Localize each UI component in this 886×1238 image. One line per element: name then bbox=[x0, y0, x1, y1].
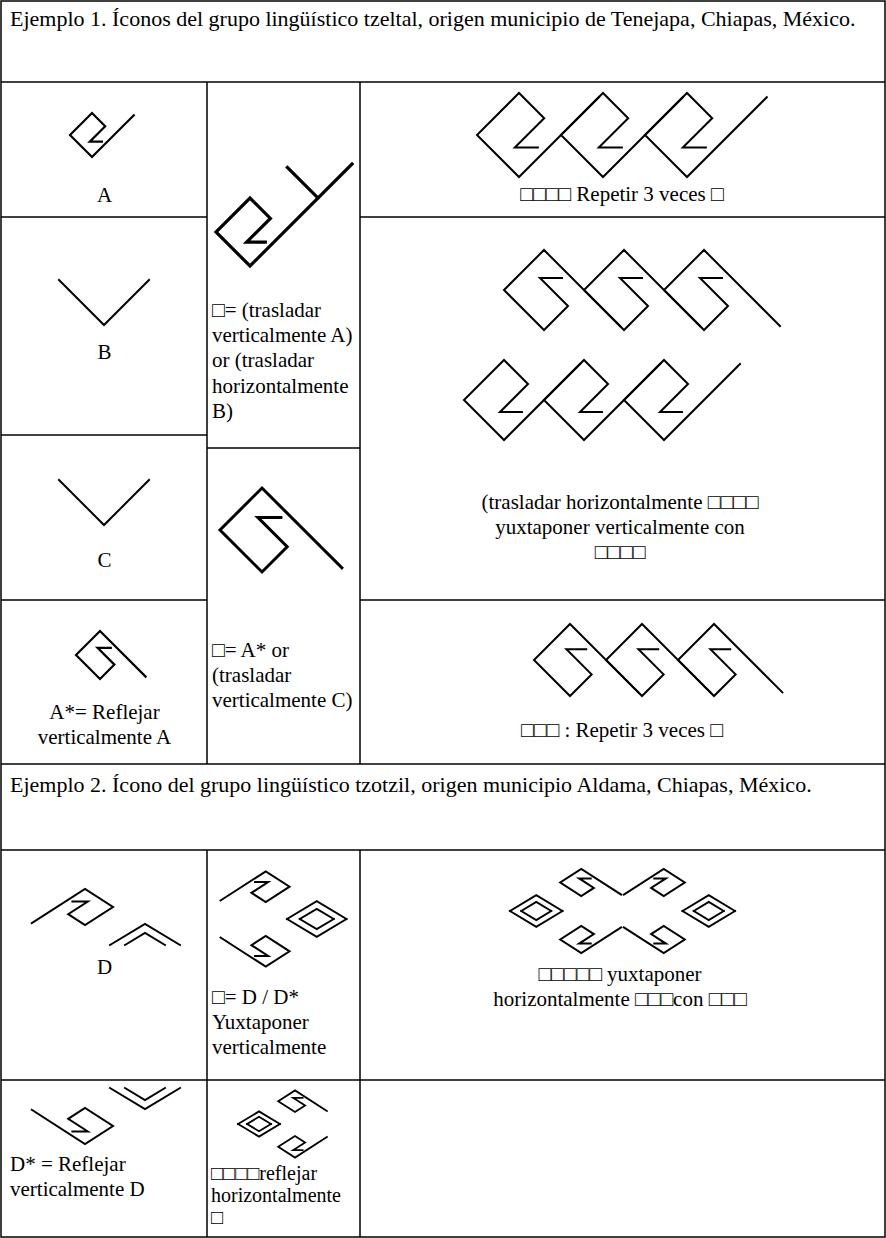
row-rule bbox=[360, 599, 885, 601]
spiral-motif bbox=[560, 869, 621, 896]
column-rule bbox=[359, 850, 361, 1237]
chevron-motif bbox=[683, 895, 736, 911]
column-rule bbox=[359, 82, 361, 764]
row-rule bbox=[1, 81, 885, 83]
chevron-motif bbox=[287, 919, 347, 937]
spiral-motif bbox=[624, 869, 685, 896]
motif-letter: C bbox=[2, 548, 207, 573]
motif-letter: D bbox=[2, 955, 207, 980]
fret-motif bbox=[624, 360, 740, 440]
fret-motif bbox=[464, 360, 580, 440]
fret-motif bbox=[561, 93, 683, 177]
spiral-motif bbox=[32, 889, 113, 925]
rule-text: □□□□□ yuxtaponer horizontalmente □□□con … bbox=[470, 962, 770, 1012]
chevron-motif bbox=[247, 1117, 271, 1124]
fret-motif bbox=[59, 480, 149, 525]
spiral-motif bbox=[560, 926, 621, 953]
fret-motif bbox=[678, 624, 782, 696]
rule-text: □= (trasladar verticalmente A) or (trasl… bbox=[212, 298, 357, 424]
fret-motif bbox=[76, 631, 146, 679]
chevron-motif bbox=[247, 1124, 271, 1131]
chevron-motif bbox=[521, 911, 551, 920]
spiral-motif bbox=[278, 1090, 327, 1112]
chevron-motif bbox=[510, 911, 563, 927]
row-rule bbox=[360, 216, 885, 218]
chevron-motif bbox=[521, 902, 551, 911]
fret-motif bbox=[534, 624, 638, 696]
column-rule bbox=[206, 850, 208, 1237]
rule-text: A*= Reflejar verticalmente A bbox=[8, 700, 201, 750]
fret-motif bbox=[664, 250, 780, 330]
fret-motif bbox=[70, 113, 134, 157]
fret-motif bbox=[606, 624, 710, 696]
row-rule bbox=[207, 447, 360, 449]
fret-motif bbox=[477, 93, 599, 177]
motif-letter: B bbox=[2, 340, 207, 365]
spiral-motif bbox=[624, 926, 685, 953]
fret-motif bbox=[544, 360, 660, 440]
chevron-motif bbox=[694, 911, 724, 920]
rule-text: □□□ : Repetir 3 veces □ bbox=[370, 718, 874, 743]
chevron-motif bbox=[125, 933, 165, 945]
fret-motif bbox=[287, 167, 318, 198]
spiral-motif bbox=[278, 1136, 327, 1158]
fret-motif bbox=[216, 164, 352, 266]
rule-text: □□□□reflejar horizontalmente □ bbox=[211, 1162, 358, 1228]
chevron-motif bbox=[125, 1088, 165, 1100]
motif-letter: A bbox=[2, 183, 207, 208]
example-heading: Ejemplo 1. Íconos del grupo lingüístico … bbox=[10, 6, 876, 32]
chevron-motif bbox=[694, 902, 724, 911]
spiral-motif bbox=[221, 936, 290, 967]
textile-icons bbox=[32, 93, 783, 1158]
spiral-motif bbox=[32, 1108, 113, 1144]
fret-motif bbox=[59, 280, 149, 325]
row-rule bbox=[1, 849, 885, 851]
rule-text: □= D / D* Yuxtaponer verticalmente bbox=[212, 985, 357, 1061]
chevron-motif bbox=[110, 924, 180, 945]
chevron-motif bbox=[287, 901, 347, 919]
chevron-motif bbox=[300, 909, 334, 919]
spiral-motif bbox=[221, 871, 290, 902]
column-rule bbox=[206, 82, 208, 764]
row-rule bbox=[1, 216, 207, 218]
row-rule bbox=[1, 599, 207, 601]
rule-text: D* = Reflejar verticalmente D bbox=[10, 1152, 200, 1202]
rule-text: (trasladar horizontalmente □□□□ yuxtapon… bbox=[470, 490, 770, 566]
rule-text: □= A* or (trasladar verticalmente C) bbox=[212, 638, 357, 714]
fret-motif bbox=[584, 250, 700, 330]
chevron-motif bbox=[110, 1088, 180, 1109]
chevron-motif bbox=[238, 1124, 280, 1137]
fret-motif bbox=[504, 250, 620, 330]
row-rule bbox=[1, 1079, 885, 1081]
chevron-motif bbox=[300, 919, 334, 929]
chevron-motif bbox=[238, 1111, 280, 1124]
row-rule bbox=[1, 763, 885, 765]
chevron-motif bbox=[683, 911, 736, 927]
rule-text: □□□□ Repetir 3 veces □ bbox=[370, 182, 874, 207]
fret-motif bbox=[645, 93, 767, 177]
example-heading: Ejemplo 2. Ícono del grupo lingüístico t… bbox=[10, 772, 876, 798]
chevron-motif bbox=[510, 895, 563, 911]
fret-motif bbox=[220, 488, 342, 572]
row-rule bbox=[1, 434, 207, 436]
